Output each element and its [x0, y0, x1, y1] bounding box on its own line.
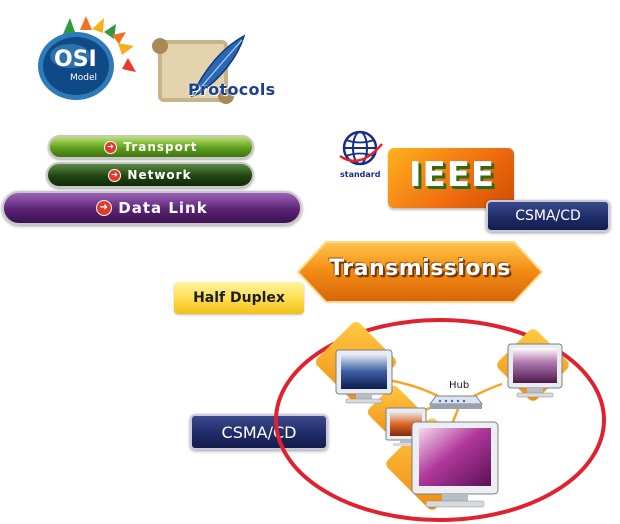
layer-transport-label: Transport: [123, 140, 198, 154]
globe-icon: [339, 130, 383, 166]
half-duplex-label: Half Duplex: [174, 282, 304, 314]
hub-network-diagram: Hub: [274, 318, 606, 522]
hub-device: [429, 395, 483, 409]
ieee-label: IEEE: [408, 155, 496, 195]
standard-label: standard: [340, 170, 381, 179]
layer-network-label: Network: [127, 168, 192, 182]
osi-logo-text: OSI: [54, 47, 97, 72]
arrow-right-icon: ➜: [96, 200, 113, 216]
computer-monitor-icon: [507, 343, 563, 398]
protocols-scroll-logo: [152, 34, 246, 104]
csma-cd-badge-top: CSMA/CD: [486, 200, 610, 232]
csma-cd-badge-bottom: CSMA/CD: [190, 414, 328, 450]
arrow-right-icon: ➜: [108, 168, 122, 182]
hub-label: Hub: [449, 380, 469, 391]
layer-transport-button[interactable]: ➜ Transport: [48, 135, 254, 159]
arrow-right-icon: ➜: [104, 140, 118, 154]
osi-logo-subtext: Model: [70, 73, 97, 83]
feather-icon: [190, 34, 246, 98]
scroll-icon: [152, 38, 234, 104]
computer-monitor-icon: [411, 421, 499, 508]
transmissions-label: Transmissions: [329, 256, 511, 281]
network-ring: [274, 318, 606, 522]
osi-model-logo: OSI Model: [38, 16, 136, 100]
protocols-label: Protocols: [188, 80, 276, 99]
osi-sunburst: [63, 16, 136, 72]
layer-network-button[interactable]: ➜ Network: [46, 162, 254, 188]
transmissions-hexagon: [296, 241, 544, 303]
layer-data-link-button[interactable]: ➜ Data Link: [2, 191, 302, 225]
computer-monitor-icon: [335, 349, 393, 404]
ieee-badge: [388, 148, 514, 208]
layer-data-link-label: Data Link: [118, 199, 208, 217]
